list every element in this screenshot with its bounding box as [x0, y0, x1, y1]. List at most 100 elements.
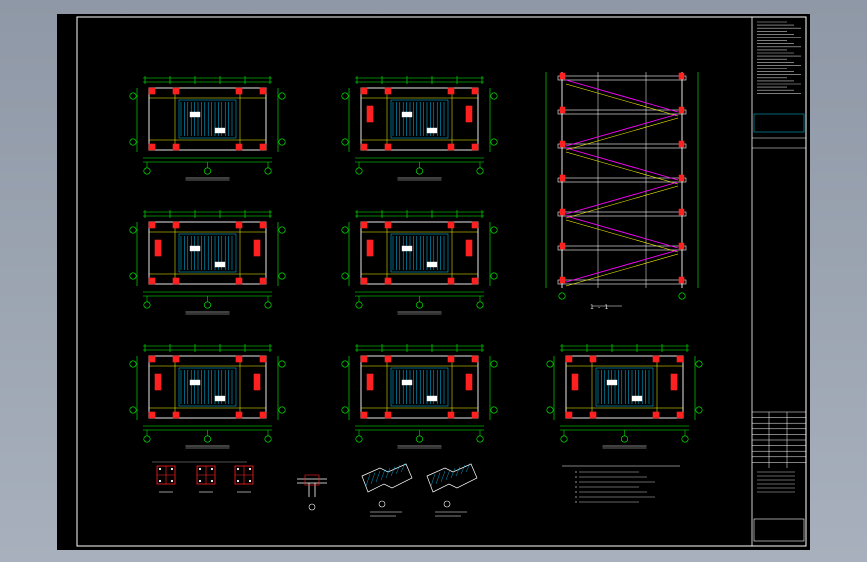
- note-bullet: [575, 471, 577, 473]
- stair-slab-detail-1: [361, 463, 413, 517]
- column: [235, 355, 243, 363]
- axis-bubble: [695, 360, 703, 368]
- column: [384, 221, 392, 229]
- stair-well: [390, 233, 449, 273]
- building-outline: [148, 87, 267, 151]
- drawing-canvas[interactable]: [57, 14, 810, 550]
- stair-well: [178, 233, 237, 273]
- column: [148, 355, 156, 363]
- rebar-dot: [198, 479, 202, 483]
- slab-hatch: [465, 463, 471, 473]
- axis-bubble: [278, 226, 286, 234]
- slab-hatch: [395, 464, 401, 475]
- floor-plan-2: [341, 76, 498, 181]
- column-detail-3: [234, 465, 254, 493]
- column: [676, 355, 684, 363]
- column: [172, 87, 180, 95]
- stair-flight: [565, 181, 679, 215]
- column: [253, 239, 261, 257]
- column: [148, 87, 156, 95]
- rebar-dot: [248, 467, 252, 471]
- axis-bubble: [476, 301, 484, 309]
- column: [384, 143, 392, 151]
- column: [360, 277, 368, 285]
- axis-bubble: [355, 301, 363, 309]
- note-bullet: [575, 476, 577, 478]
- axis-bubble: [490, 92, 498, 100]
- axis-bubble: [278, 406, 286, 414]
- note-bullet: [575, 486, 577, 488]
- axis-bubble: [355, 435, 363, 443]
- slab-hatch: [400, 463, 406, 473]
- column: [384, 411, 392, 419]
- axis-bubble: [129, 360, 137, 368]
- axis-bubble: [476, 167, 484, 175]
- rebar-dot: [170, 467, 174, 471]
- room-tag: [401, 245, 413, 252]
- axis-bubble: [558, 292, 566, 300]
- stair-flight: [565, 185, 679, 219]
- building-outline: [360, 87, 479, 151]
- column: [559, 208, 566, 216]
- axis-bubble: [129, 272, 137, 280]
- axis-bubble: [490, 360, 498, 368]
- slab-hatch: [435, 472, 441, 485]
- room-tag: [631, 395, 643, 402]
- column: [259, 277, 267, 285]
- column: [366, 105, 374, 123]
- column: [148, 411, 156, 419]
- rebar-dot: [158, 467, 162, 471]
- column: [447, 143, 455, 151]
- column: [559, 174, 566, 182]
- axis-bubble: [341, 406, 349, 414]
- note-bullet: [575, 496, 577, 498]
- slab-hatch: [430, 473, 436, 487]
- note-bullet: [575, 501, 577, 503]
- slab-hatch: [370, 472, 376, 485]
- rebar-dot: [210, 479, 214, 483]
- column: [235, 277, 243, 285]
- stair-flight: [565, 79, 679, 113]
- stair-flight: [565, 219, 679, 253]
- room-tag: [426, 395, 438, 402]
- note-bullet: [575, 491, 577, 493]
- column: [678, 242, 685, 250]
- axis-bubble: [490, 226, 498, 234]
- column: [366, 239, 374, 257]
- axis-bubble: [143, 301, 151, 309]
- floor-plan-4: [341, 210, 498, 315]
- rebar-dot: [236, 479, 240, 483]
- building-outline: [148, 355, 267, 419]
- floor-plan-6: [341, 344, 498, 449]
- slab-hatch: [450, 467, 456, 479]
- slab-hatch: [390, 466, 396, 477]
- axis-bubble: [129, 226, 137, 234]
- column: [253, 373, 261, 391]
- floor-slab: [557, 279, 687, 285]
- section-1-1: [545, 72, 699, 307]
- column: [447, 221, 455, 229]
- column: [235, 221, 243, 229]
- axis-bubble: [129, 92, 137, 100]
- column: [235, 143, 243, 151]
- axis-bubble: [546, 360, 554, 368]
- column: [589, 355, 597, 363]
- column: [465, 239, 473, 257]
- node-mark: [443, 500, 451, 508]
- beam-node-detail: [297, 474, 327, 511]
- column: [447, 87, 455, 95]
- column: [571, 373, 579, 391]
- rebar-dot: [198, 467, 202, 471]
- axis-bubble: [204, 435, 212, 443]
- stair-well: [178, 99, 237, 139]
- column: [172, 221, 180, 229]
- building-outline: [148, 221, 267, 285]
- axis-bubble: [416, 301, 424, 309]
- room-tag: [214, 127, 226, 134]
- stair-well: [390, 99, 449, 139]
- stair-well: [390, 367, 449, 407]
- column: [259, 221, 267, 229]
- axis-bubble: [129, 406, 137, 414]
- axis-bubble: [278, 272, 286, 280]
